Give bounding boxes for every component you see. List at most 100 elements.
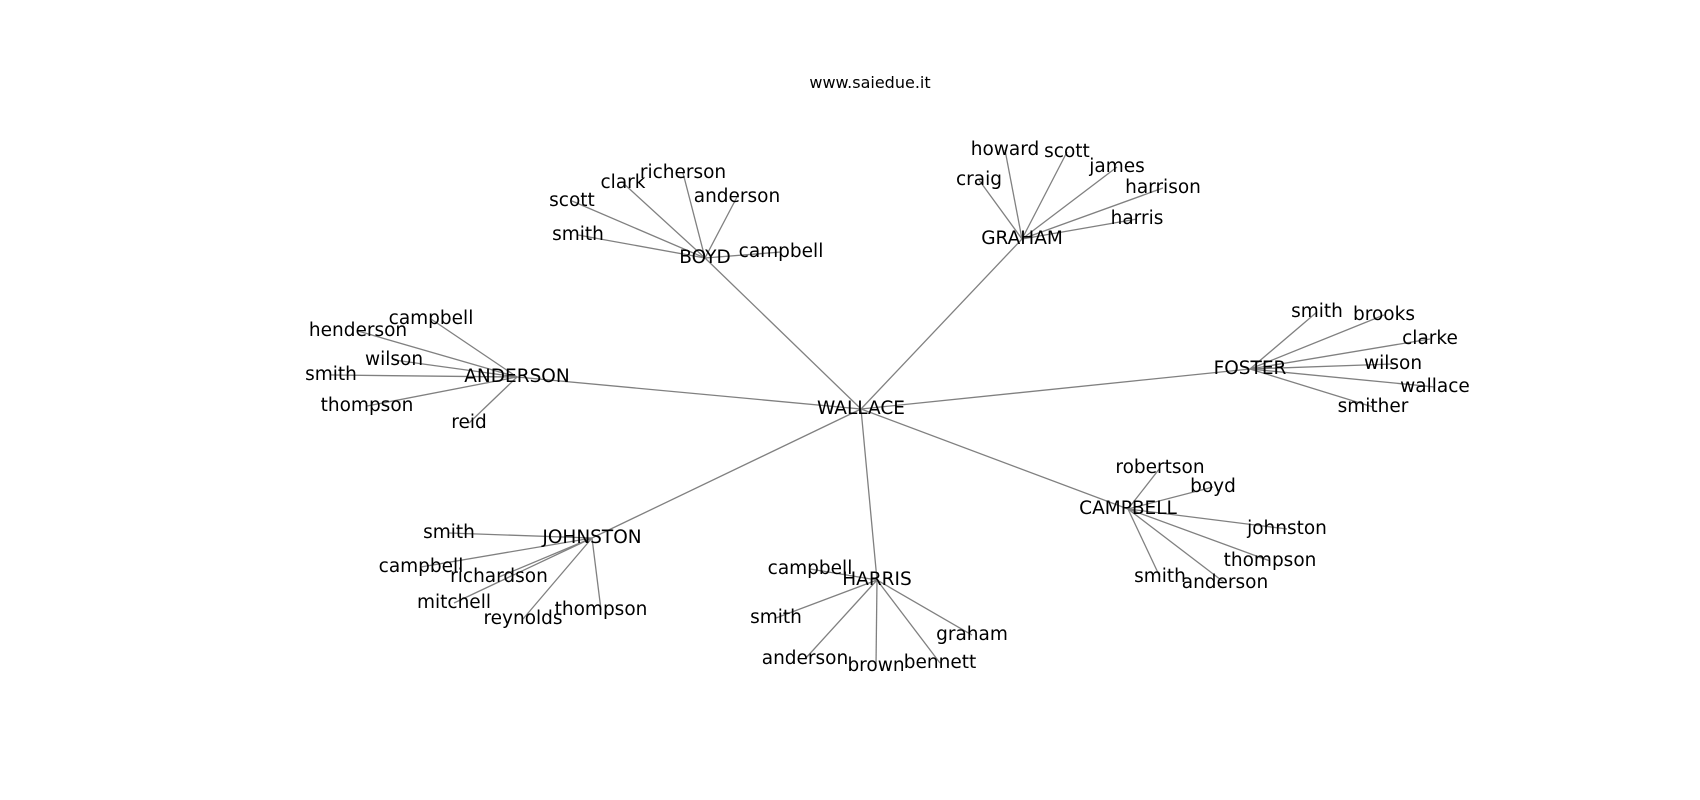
edge-wallace-graham [860,238,1023,410]
edge-foster-foster-brooks [1249,314,1385,370]
node-label-graham-james: james [1088,156,1145,177]
edge-boyd-boyd-campbell [704,251,782,259]
node-label-anderson-smith: smith [305,364,357,385]
node-label-johnston: JOHNSTON [541,527,641,548]
edge-foster-foster-wallace [1249,368,1436,388]
edge-harris-harris-smith [775,579,878,619]
node-label-anderson-reid: reid [451,412,486,433]
node-label-graham-scott: scott [1044,141,1090,162]
node-label-boyd-richerson: richerson [640,162,726,183]
node-label-johnston-campbell: campbell [379,556,464,577]
edge-campbell-campbell-thompson [1127,508,1271,562]
node-label-foster-brooks: brooks [1353,304,1415,325]
edge-harris-harris-campbell [809,568,878,581]
node-label-graham-harris: harris [1111,208,1164,229]
node-label-foster: FOSTER [1214,358,1287,379]
edge-harris-harris-brown [875,579,878,667]
node-label-boyd: BOYD [679,247,730,268]
edge-campbell-campbell-johnston [1127,508,1288,530]
edge-campbell-campbell-smith [1127,508,1161,578]
edge-boyd-boyd-scott [571,200,706,259]
node-label-johnston-richardson: richardson [450,566,548,587]
edge-boyd-boyd-richerson [682,172,706,259]
edge-wallace-harris [860,408,878,581]
node-label-anderson: ANDERSON [464,366,569,387]
edge-johnston-johnston-mitchell [453,537,593,604]
edge-anderson-anderson-campbell [430,318,518,378]
edge-foster-foster-smither [1249,368,1374,408]
edge-foster-foster-clarke [1249,338,1431,370]
edge-foster-foster-smith [1249,311,1318,370]
node-label-campbell-robertson: robertson [1115,457,1204,478]
edge-anderson-anderson-wilson [393,359,518,378]
node-label-harris-smith: smith [750,607,802,628]
node-label-boyd-campbell: campbell [739,241,824,262]
node-label-campbell-johnston: johnston [1246,518,1327,539]
edge-boyd-boyd-smith [577,234,706,259]
edge-wallace-campbell [860,408,1129,510]
edge-anderson-anderson-henderson [357,330,518,378]
node-label-foster-wilson: wilson [1364,353,1422,374]
node-label-johnston-reynolds: reynolds [483,608,562,629]
edge-johnston-johnston-thompson [591,537,602,611]
edge-johnston-johnston-reynolds [522,537,593,620]
edge-harris-harris-bennett [876,579,941,664]
node-label-campbell-thompson: thompson [1224,550,1317,571]
edge-graham-graham-james [1021,166,1118,240]
node-label-foster-wallace: wallace [1400,376,1470,397]
edge-campbell-campbell-robertson [1127,467,1161,510]
node-label-boyd-scott: scott [549,190,595,211]
edge-campbell-campbell-boyd [1127,486,1214,510]
node-label-boyd-smith: smith [552,224,604,245]
edge-johnston-johnston-richardson [498,537,593,578]
edge-johnston-johnston-smith [448,532,593,539]
node-label-johnston-thompson: thompson [555,599,648,620]
edge-wallace-boyd [704,257,862,410]
edge-anderson-anderson-reid [468,376,518,424]
node-label-graham-harrison: harrison [1125,177,1201,198]
edge-graham-graham-harris [1021,218,1138,240]
edge-graham-graham-howard [1004,149,1023,240]
node-label-harris-brown: brown [847,655,904,676]
node-label-campbell-smith: smith [1134,566,1186,587]
edge-graham-graham-harrison [1021,187,1164,240]
node-label-campbell-boyd: boyd [1190,476,1236,497]
edge-wallace-johnston [591,408,862,539]
node-label-graham: GRAHAM [981,228,1063,249]
edges-layer [330,149,1436,667]
edge-wallace-anderson [516,376,862,410]
node-label-anderson-wilson: wilson [365,349,423,370]
node-label-foster-smither: smither [1338,396,1409,417]
edge-harris-harris-graham [876,579,973,636]
edge-anderson-anderson-thompson [366,376,518,407]
edge-foster-foster-wilson [1249,363,1394,370]
node-label-harris-bennett: bennett [904,652,976,673]
node-label-anderson-henderson: henderson [309,320,407,341]
edge-boyd-boyd-anderson [704,196,738,259]
node-label-graham-howard: howard [971,139,1040,160]
site-title: www.saiedue.it [809,73,930,92]
node-label-johnston-mitchell: mitchell [417,592,491,613]
node-label-graham-craig: craig [956,169,1002,190]
edge-anderson-anderson-smith [330,374,518,378]
node-label-harris-graham: graham [936,624,1008,645]
node-label-boyd-anderson: anderson [694,186,780,207]
node-label-foster-smith: smith [1291,301,1343,322]
node-label-johnston-smith: smith [423,522,475,543]
node-label-campbell-anderson: anderson [1182,572,1268,593]
edge-graham-graham-craig [978,179,1023,240]
node-label-boyd-clark: clark [601,172,646,193]
edge-campbell-campbell-anderson [1127,508,1226,584]
edge-graham-graham-scott [1021,151,1068,240]
edge-johnston-johnston-campbell [420,537,593,568]
edge-boyd-boyd-clark [622,182,706,259]
edge-harris-harris-anderson [804,579,878,660]
node-label-harris-campbell: campbell [768,558,853,579]
edge-wallace-foster [860,368,1251,410]
node-label-foster-clarke: clarke [1402,328,1458,349]
node-label-campbell: CAMPBELL [1079,498,1177,519]
node-label-anderson-thompson: thompson [321,395,414,416]
node-label-anderson-campbell: campbell [389,308,474,329]
